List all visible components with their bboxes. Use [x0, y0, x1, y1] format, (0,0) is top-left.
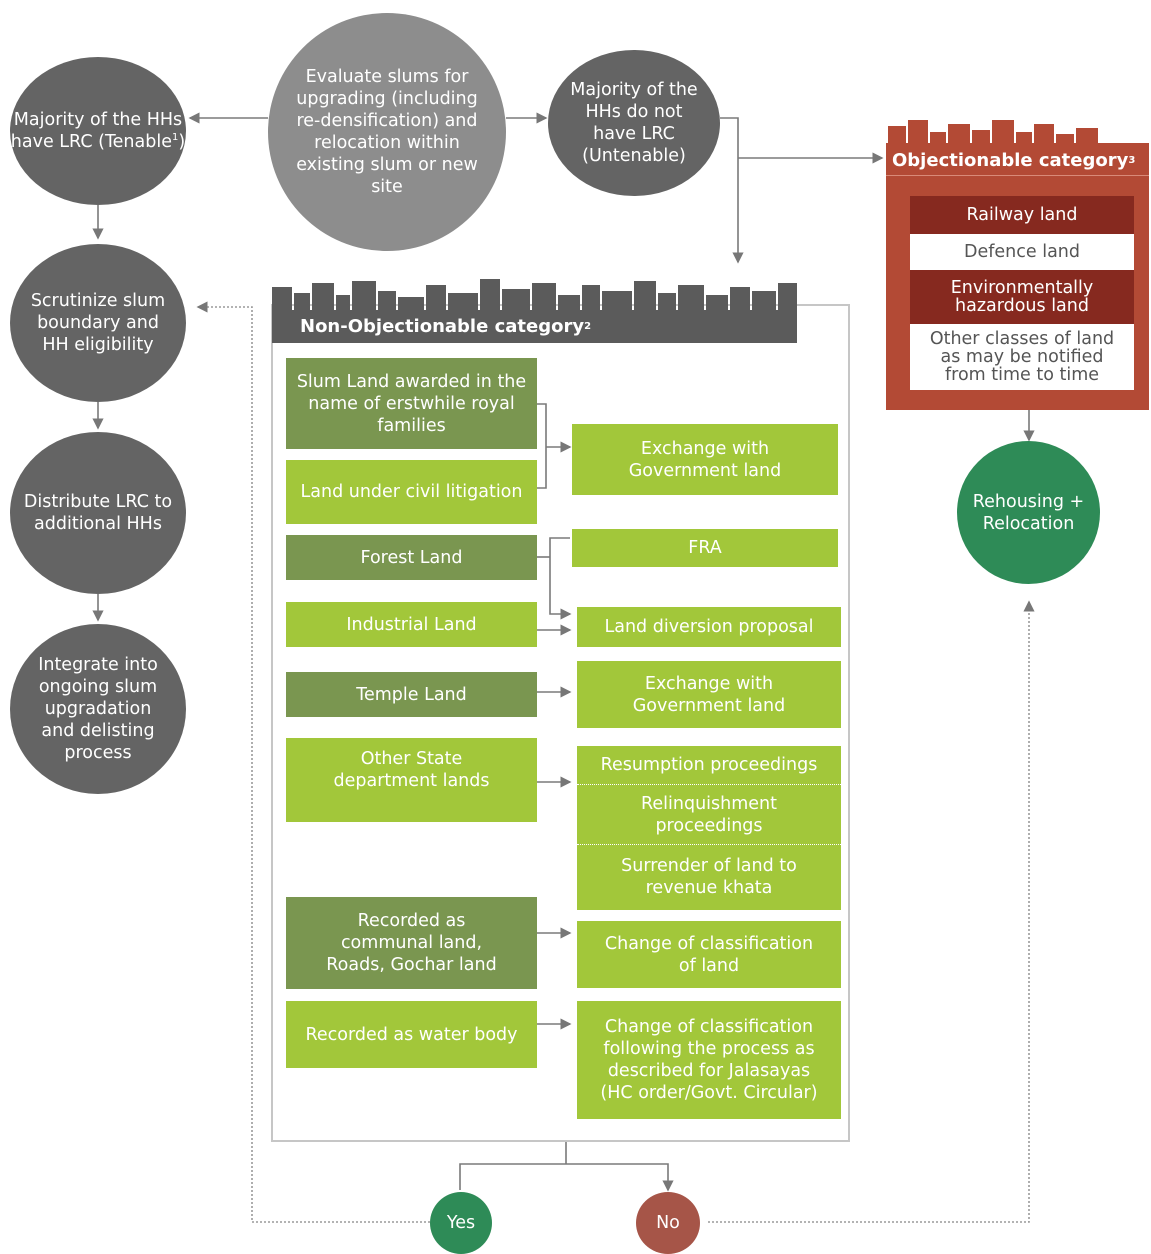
- action-fra: FRA: [572, 529, 838, 567]
- skyline-icon: [888, 120, 1098, 146]
- skyline-icon: [272, 279, 797, 312]
- action-exchange-2: Exchange with Government land: [577, 661, 841, 728]
- no-node: No: [636, 1192, 700, 1254]
- distribute-node: Distribute LRC to additional HHs: [10, 432, 186, 594]
- evaluate-node: Evaluate slums for upgrading (including …: [268, 13, 506, 251]
- land-type-communal: Recorded as communal land, Roads, Gochar…: [286, 897, 537, 989]
- action-relinquishment: Relinquishment proceedings: [577, 785, 841, 845]
- untenable-node: Majority of the HHs do not have LRC (Unt…: [548, 50, 720, 196]
- action-diversion: Land diversion proposal: [577, 607, 841, 647]
- yes-node: Yes: [430, 1192, 492, 1254]
- action-resumption: Resumption proceedings: [577, 746, 841, 785]
- rehousing-node: Rehousing + Relocation: [957, 441, 1100, 584]
- land-type-water-body: Recorded as water body: [286, 1001, 537, 1068]
- action-group-other-state: Resumption proceedings Relinquishment pr…: [577, 746, 841, 910]
- action-exchange-1: Exchange with Government land: [572, 424, 838, 495]
- land-type-forest: Forest Land: [286, 535, 537, 580]
- land-type-industrial: Industrial Land: [286, 602, 537, 647]
- land-type-royal: Slum Land awarded in the name of erstwhi…: [286, 358, 537, 449]
- land-type-other-state: Other State department lands: [286, 738, 537, 822]
- action-surrender: Surrender of land to revenue khata: [621, 856, 797, 898]
- objectionable-item-other: Other classes of land as may be notified…: [910, 324, 1134, 390]
- objectionable-item-defence: Defence land: [910, 234, 1134, 270]
- land-type-temple: Temple Land: [286, 672, 537, 717]
- objectionable-item-hazardous: Environmentally hazardous land: [910, 270, 1134, 324]
- objectionable-item-railway: Railway land: [910, 196, 1134, 234]
- land-type-litigation: Land under civil litigation: [286, 460, 537, 524]
- tenable-node: Majority of the HHs have LRC (Tenable1): [10, 57, 186, 205]
- scrutinize-node: Scrutinize slum boundary and HH eligibil…: [10, 244, 186, 402]
- action-change-jalasayas: Change of classification following the p…: [577, 1001, 841, 1119]
- integrate-node: Integrate into ongoing slum upgradation …: [10, 624, 186, 794]
- action-change-classification: Change of classification of land: [577, 921, 841, 988]
